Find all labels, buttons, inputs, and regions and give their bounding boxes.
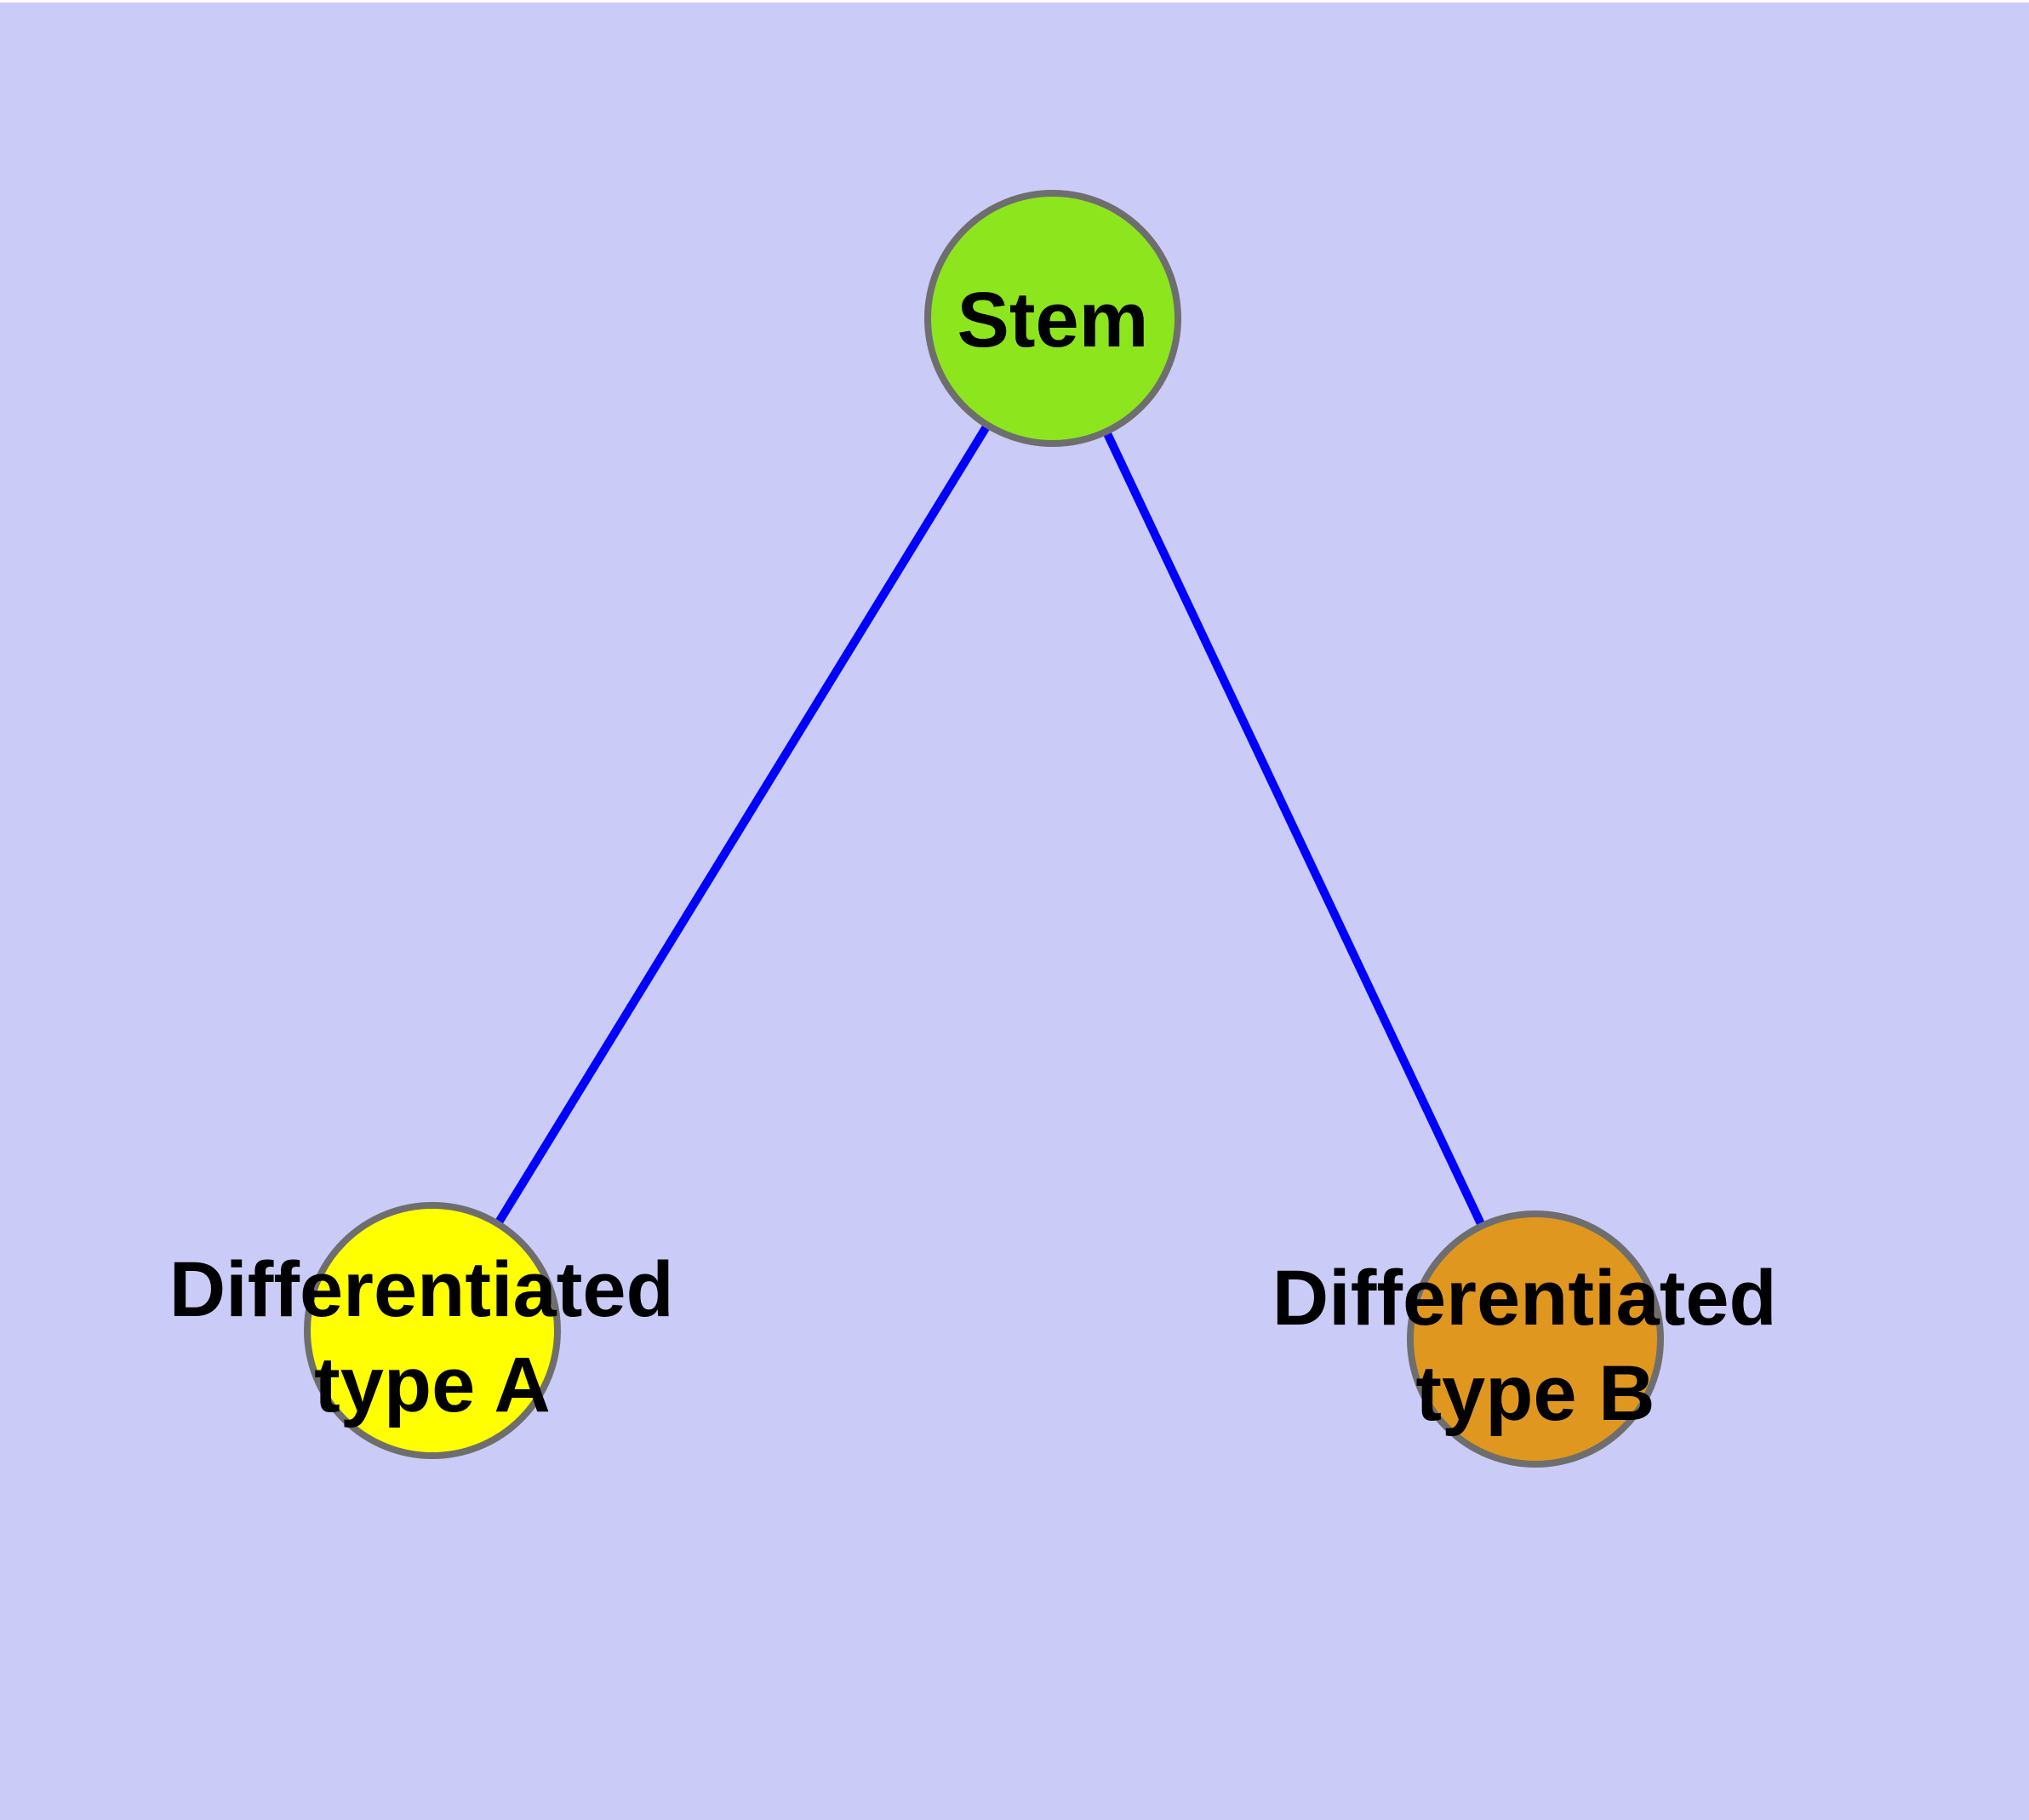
node-differentiated-type-a-label-line1: Differentiated: [169, 1246, 674, 1333]
node-stem: Stem: [924, 190, 1181, 447]
node-differentiated-type-a-label-line2: type A: [314, 1342, 551, 1428]
edge-stem-to-type-a: [428, 316, 1057, 1333]
node-differentiated-type-b-label-line2: type B: [1415, 1350, 1655, 1437]
node-differentiated-type-a: Differentiated type A: [169, 1202, 696, 1459]
node-differentiated-type-b-label-line1: Differentiated: [1272, 1255, 1777, 1342]
edge-layer: [428, 316, 1540, 1342]
top-edge-strip: [0, 0, 2029, 3]
node-differentiated-type-b: Differentiated type B: [1272, 1210, 1799, 1468]
node-stem-circle: [924, 190, 1181, 447]
edge-stem-to-type-b: [1049, 316, 1540, 1342]
node-differentiated-type-a-circle: [304, 1202, 561, 1459]
node-stem-label-line1: Stem: [957, 277, 1149, 363]
node-differentiated-type-b-label: Differentiated type B: [1272, 1255, 1799, 1437]
node-layer: Stem Differentiated type A Differentiate…: [169, 190, 1799, 1468]
node-differentiated-type-b-circle: [1407, 1210, 1664, 1468]
node-differentiated-type-a-label: Differentiated type A: [169, 1246, 696, 1428]
node-stem-label: Stem: [957, 277, 1149, 363]
